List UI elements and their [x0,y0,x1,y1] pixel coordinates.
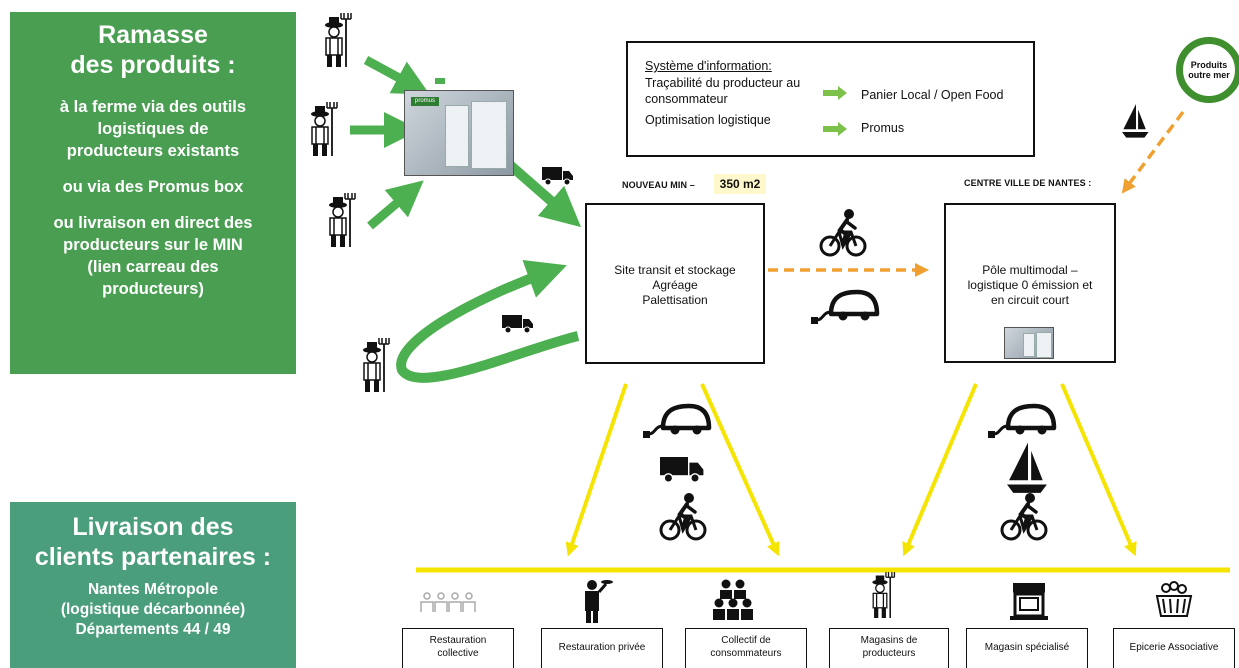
pickup-text: ou livraison en direct des [53,214,253,232]
destination-collectif-consommateurs: Collectif de consommateurs [685,628,807,668]
promus-photo-label: promus [411,97,439,106]
arrow-direct-delivery-loop [396,259,580,383]
pickup-text: ou via des Promus box [62,178,244,196]
delivery-text: Nantes Métropole [87,581,219,598]
overseas-line1: Produits [1190,60,1228,70]
truck-icon [501,314,534,334]
info-row1-left-a: Traçabilité du producteur au [645,76,801,90]
information-system-box: Système d'information: Traçabilité du pr… [626,41,1035,157]
bicycle-icon [1000,491,1048,541]
city-line1: Pôle multimodal – [982,263,1078,277]
destination-restauration-collective: Restauration collective [402,628,514,668]
farmer-icon [362,337,390,393]
delivery-title-line2: clients partenaires : [34,543,272,571]
info-row2-left: Optimisation logistique [645,113,771,127]
promus-box-photo-small [1004,327,1054,359]
basket-icon [1155,581,1193,617]
min-caption: NOUVEAU MIN – [622,180,695,190]
destination-label: Restauration privée [558,642,646,653]
collective-dining-icon [420,592,476,612]
city-line3: en circuit court [990,293,1070,307]
overseas-line2: outre mer [1188,70,1230,80]
info-row1-right: Panier Local / Open Food [861,88,1004,102]
info-heading: Système d'information: [645,59,772,73]
farmer-icon [871,571,896,619]
pickup-text: producteurs existants [66,142,240,160]
pickup-text: (lien carreau des [87,258,219,276]
min-line3: Palettisation [642,293,708,307]
promus-box-photo: promus [404,90,514,176]
arrow-farmer1-to-promus [363,56,430,95]
delivery-text: (logistique décarbonnée) [60,601,246,618]
destination-label: producteurs [862,648,916,659]
farmer-icon [324,12,352,68]
destination-label: Magasin spécialisé [984,642,1070,653]
pickup-text: à la ferme via des outils [59,98,247,116]
min-node: Site transit et stockage Agréage Paletti… [585,203,765,364]
truck-icon [659,456,705,483]
min-line1: Site transit et stockage [614,263,736,277]
pickup-title-line2: des produits : [70,51,236,79]
decor-mark [435,78,445,84]
destination-magasin-specialise: Magasin spécialisé [966,628,1088,668]
destination-label: Magasins de [860,635,918,646]
destination-label: Collectif de [721,635,771,646]
destination-label: collective [437,648,479,659]
arrow-min-to-right [700,383,780,557]
info-row2-right: Promus [861,121,905,135]
destination-epicerie-associative: Epicerie Associative [1113,628,1235,668]
arrow-farmer3-to-promus [367,180,424,230]
electric-car-icon [643,406,709,438]
delivery-panel: Livraison des clients partenaires : Nant… [10,502,296,668]
delivery-title-line1: Livraison des [72,513,234,541]
truck-icon [541,166,574,186]
farmer-icon [310,101,338,157]
arrow-city-to-right [1060,383,1137,557]
pickup-text: logistiques de [97,120,209,138]
farmer-icon [328,192,356,248]
electric-car-icon [988,406,1054,438]
shop-icon [1010,583,1048,620]
city-caption: CENTRE VILLE DE NANTES : [964,178,1092,188]
pickup-panel: Ramasse des produits : à la ferme via de… [10,12,296,374]
sailboat-icon [1122,104,1149,138]
info-row1-left-b: consommateur [645,92,728,106]
people-group-icon [713,579,753,620]
pickup-text: producteurs) [102,280,204,298]
city-line2: logistique 0 émission et [967,278,1093,292]
overseas-products-circle: Produits outre mer [1176,37,1239,103]
waiter-icon [585,580,613,623]
pickup-text: producteurs sur le MIN [63,236,243,254]
arrow-min-to-left [565,383,628,557]
destination-label: Epicerie Associative [1129,642,1219,653]
delivery-text: Départements 44 / 49 [75,621,231,638]
min-area: 350 m2 [714,174,766,194]
arrow-promus-to-min [506,161,582,228]
electric-car-icon [811,292,877,324]
destination-label: consommateurs [710,648,782,659]
pickup-title-line1: Ramasse [98,21,208,49]
destination-magasins-producteurs: Magasins de producteurs [829,628,949,668]
city-node: Pôle multimodal – logistique 0 émission … [944,203,1116,363]
bicycle-icon [819,207,867,257]
sailboat-icon [1007,442,1047,493]
green-arrow-icon [823,122,847,136]
min-line2: Agréage [652,278,698,292]
arrow-city-to-left [902,383,978,557]
bicycle-icon [659,491,707,541]
green-arrow-icon [823,86,847,100]
destination-label: Restauration [429,635,487,646]
destination-restauration-privee: Restauration privée [541,628,663,668]
